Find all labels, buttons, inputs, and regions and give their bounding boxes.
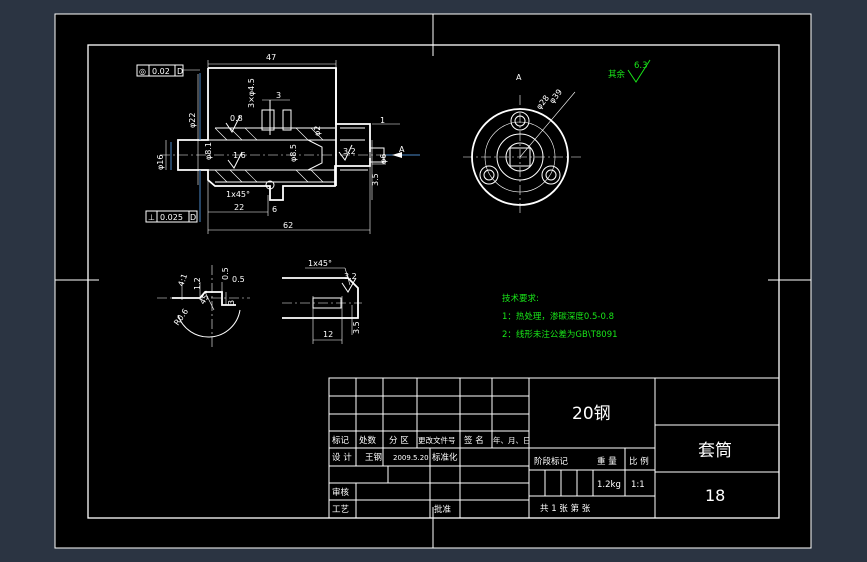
- notes-item-2: 2：线形未注公差为GB\T8091: [502, 329, 618, 340]
- roughness-0-8: 0.8: [230, 114, 243, 123]
- detail1-3: 3: [227, 300, 236, 305]
- dim-dia-bore: φ8.1: [204, 142, 213, 160]
- tb-scale-label: 比 例: [629, 456, 649, 467]
- technical-requirements: 技术要求: 1：热处理，渗碳深度0.5-0.8 2：线形未注公差为GB\T809…: [502, 293, 618, 340]
- tb-h-mark: 标记: [332, 435, 350, 446]
- dim-62: 62: [283, 221, 293, 230]
- tb-approve-label: 批准: [434, 504, 452, 515]
- tol-top-symbol: ◎: [139, 67, 146, 76]
- dim-22: 22: [234, 203, 244, 212]
- dim-dia22: φ22: [188, 113, 197, 128]
- main-section-view: 47 62 22 3 6 1 3×φ4.5 φ22 φ16 φ8.1 φ8.5 …: [136, 53, 420, 234]
- tb-drawing-no: 18: [705, 486, 725, 505]
- roughness-1-6: 1.6: [233, 151, 246, 160]
- dim-3-5: 3.5: [371, 173, 380, 186]
- tb-h-date: 年、月、日: [493, 435, 531, 445]
- tb-h-doc: 更改文件号: [418, 435, 456, 445]
- dim-1: 1: [380, 116, 385, 125]
- tb-scale: 1:1: [631, 480, 645, 490]
- notes-item-1: 1：热处理，渗碳深度0.5-0.8: [502, 311, 614, 322]
- dim-3: 3: [276, 91, 281, 100]
- tb-designer: 王钢: [365, 452, 382, 463]
- tol-bottom-value: 0.025: [160, 213, 183, 222]
- tb-h-zone: 分 区: [389, 436, 409, 446]
- tol-bottom-symbol: ⊥: [148, 213, 155, 222]
- tolerance-frame-top: ◎ 0.02 D: [136, 64, 200, 77]
- tb-part-name: 套筒: [698, 441, 732, 461]
- dim-dia16: φ16: [156, 155, 165, 170]
- dim-chamfer: 1x45°: [226, 190, 250, 199]
- detail1-ratio: 4:1: [176, 273, 189, 288]
- tb-sheets: 共 1 张 第 张: [540, 503, 591, 514]
- tb-design-label: 设 计: [332, 452, 352, 463]
- dim-thread: 3×φ4.5: [247, 78, 256, 108]
- tb-process-label: 工艺: [332, 505, 349, 515]
- detail2-12: 12: [323, 330, 333, 339]
- tb-h-sign: 签 名: [464, 435, 484, 446]
- tb-weight: 1.2kg: [597, 480, 621, 490]
- tb-design-date: 2009.5.20: [393, 454, 429, 462]
- detail2-3-2: 3.2: [344, 272, 357, 281]
- detail1-0-5b: 0.5: [232, 275, 245, 284]
- tb-weight-label: 重 量: [597, 456, 617, 467]
- title-block: 标记 处数 分 区 更改文件号 签 名 年、月、日 设 计 王钢 2009.5.…: [328, 377, 780, 519]
- dim-6: 6: [272, 205, 277, 214]
- detail1-0-5a: 0.5: [221, 267, 230, 280]
- dim-47: 47: [266, 53, 276, 62]
- view-a-label: A: [399, 145, 405, 154]
- dim-dia6: φ6: [379, 154, 388, 164]
- notes-title: 技术要求:: [502, 293, 539, 304]
- tol-top-datum: D: [177, 67, 183, 76]
- tb-review-label: 审核: [332, 487, 350, 498]
- detail2-chamfer: 1x45°: [308, 259, 332, 268]
- tolerance-frame-bottom: ⊥ 0.025 D: [145, 210, 198, 223]
- rest-roughness: 其余 6.3: [608, 59, 651, 83]
- tb-stage-label: 阶段标记: [534, 456, 569, 467]
- end-view-label-a: A: [516, 73, 522, 82]
- dim-dia-in: φ8.5: [289, 144, 298, 162]
- detail2-3-5: 3.5: [352, 321, 361, 334]
- tb-standard-label: 标准化: [432, 452, 458, 463]
- detail-view-2: 1x45° 3.2 3.5 12: [282, 259, 362, 344]
- tol-bottom-datum: D: [190, 213, 196, 222]
- centering-marks: [55, 14, 811, 548]
- drawing-paper: [55, 14, 811, 548]
- dim-dia2: φ2: [313, 126, 322, 136]
- tol-top-value: 0.02: [152, 67, 170, 76]
- rest-roughness-value: 6.3: [634, 61, 648, 71]
- tb-material: 20钢: [572, 404, 611, 424]
- tb-h-count: 处数: [359, 435, 377, 446]
- detail1-1-2: 1.2: [193, 277, 202, 290]
- rest-roughness-label: 其余: [608, 69, 626, 80]
